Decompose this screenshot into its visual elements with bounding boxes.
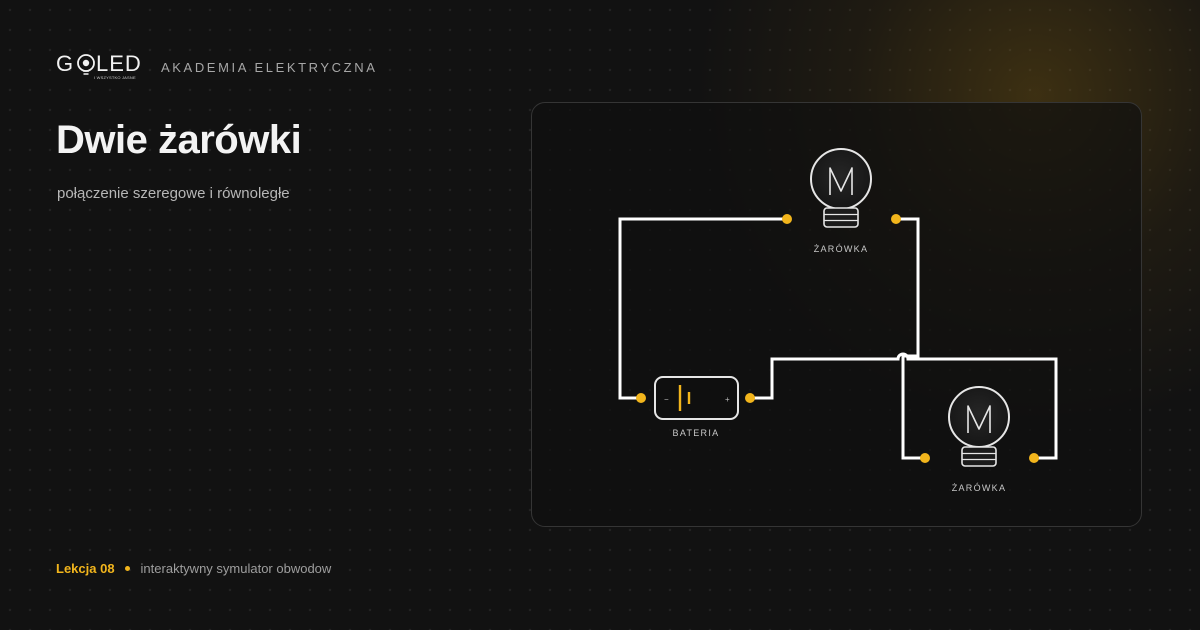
- wire-link: [901, 350, 920, 361]
- header: G LED I WSZYSTKO JASNE AKADEMIA ELEKTRYC…: [56, 50, 377, 84]
- bulb-top-glass: [810, 148, 872, 210]
- page-subtitle: połączenie szeregowe i równoległe: [57, 185, 290, 202]
- wire-top-right: [894, 217, 920, 354]
- battery-terminal-left: [636, 393, 646, 403]
- logo-tagline: I WSZYSTKO JASNE: [94, 75, 136, 80]
- footer-description: interaktywny symulator obwodow: [140, 561, 332, 576]
- bulb-bottom[interactable]: ŻARÓWKA: [920, 386, 1039, 493]
- lightbulb-icon: [77, 54, 95, 75]
- goled-logo[interactable]: G LED I WSZYSTKO JASNE: [56, 50, 148, 84]
- battery-plus-sign: +: [725, 395, 730, 404]
- battery[interactable]: − + BATERIA: [636, 376, 755, 438]
- bulb-bottom-terminal-right: [1029, 453, 1039, 463]
- bulb-bottom-glass: [948, 386, 1010, 448]
- bulb-bottom-label: ŻARÓWKA: [952, 483, 1007, 493]
- svg-text:LED: LED: [96, 51, 142, 76]
- bulb-bottom-terminal-left: [920, 453, 930, 463]
- bulb-top-terminal-right: [891, 214, 901, 224]
- battery-body: [654, 376, 739, 420]
- footer: Lekcja 08 interaktywny symulator obwodow: [56, 561, 331, 576]
- circuit-diagram: ŻARÓWKA − + BATERIA ŻARÓWKA: [618, 148, 1058, 493]
- battery-terminal-right: [745, 393, 755, 403]
- wire-left: [618, 217, 789, 400]
- logo-graphic: G LED: [56, 51, 142, 76]
- page-title: Dwie żarówki: [56, 118, 302, 162]
- bulb-top-base-icon: [823, 207, 859, 228]
- battery-minus-sign: −: [664, 395, 669, 404]
- circuit-panel: ŻARÓWKA − + BATERIA ŻARÓWKA: [531, 102, 1142, 527]
- bulb-top[interactable]: ŻARÓWKA: [782, 148, 901, 254]
- wire-to-parallel: [748, 357, 900, 400]
- wire-parallel-right: [906, 357, 1058, 460]
- battery-label: BATERIA: [673, 428, 720, 438]
- bulb-bottom-filament-icon: [967, 405, 991, 433]
- bulb-top-label: ŻARÓWKA: [814, 244, 869, 254]
- bulb-bottom-base-icon: [961, 446, 997, 467]
- bulb-top-filament-icon: [829, 167, 853, 195]
- svg-text:G: G: [56, 51, 74, 76]
- separator-dot-icon: [124, 566, 130, 571]
- bulb-top-terminal-left: [782, 214, 792, 224]
- lesson-number: Lekcja 08: [56, 561, 115, 576]
- academy-label: AKADEMIA ELEKTRYCZNA: [161, 59, 378, 75]
- wire-parallel-left: [901, 357, 927, 460]
